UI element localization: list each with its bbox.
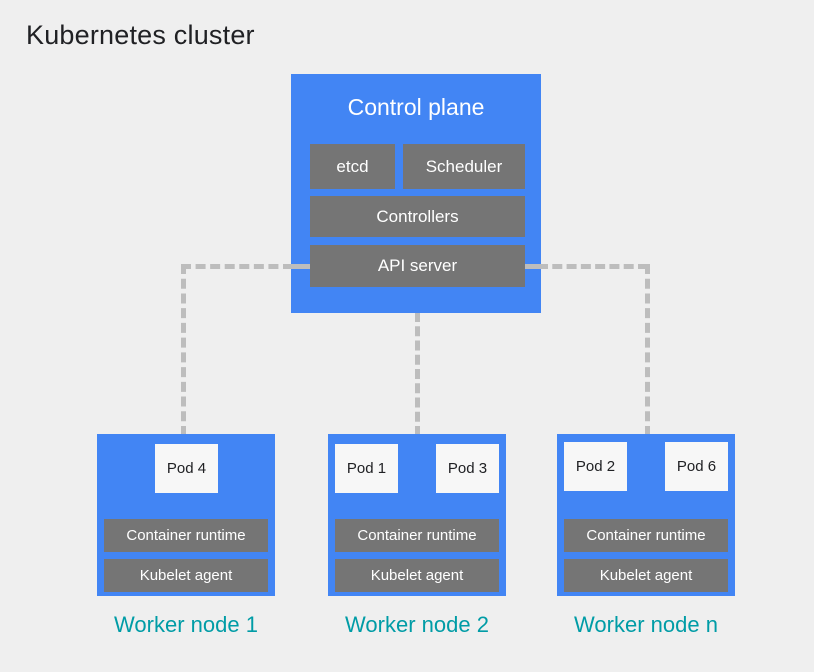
pod-box: Pod 1 — [335, 444, 398, 493]
component-scheduler: Scheduler — [403, 144, 525, 189]
component-api-server: API server — [310, 245, 525, 287]
control-plane-title: Control plane — [347, 94, 485, 120]
component-controllers: Controllers — [310, 196, 525, 237]
connector-apiserver-to-worker-1-vertical — [181, 264, 186, 436]
component-etcd: etcd — [310, 144, 395, 189]
pod-box: Pod 6 — [665, 442, 728, 491]
connector-apiserver-to-worker-1-horizontal — [181, 264, 293, 269]
worker-node-n-label: Worker node n — [574, 612, 718, 637]
worker-node-n-container-runtime: Container runtime — [564, 519, 728, 552]
connector-stub-left — [291, 264, 313, 269]
worker-node-2-kubelet-agent: Kubelet agent — [335, 559, 499, 592]
connector-stub-right — [522, 264, 544, 269]
connector-apiserver-to-worker-n-vertical — [645, 264, 650, 436]
pod-box: Pod 4 — [155, 444, 218, 493]
worker-node-n-kubelet-agent: Kubelet agent — [564, 559, 728, 592]
worker-node-1-kubelet-agent: Kubelet agent — [104, 559, 268, 592]
worker-node-1-label: Worker node 1 — [114, 612, 258, 637]
pod-box: Pod 3 — [436, 444, 499, 493]
connector-apiserver-to-worker-2-vertical — [415, 312, 420, 436]
worker-node-1-container-runtime: Container runtime — [104, 519, 268, 552]
worker-node-2-label: Worker node 2 — [345, 612, 489, 637]
pod-box: Pod 2 — [564, 442, 627, 491]
connector-apiserver-to-worker-n-horizontal — [538, 264, 648, 269]
worker-node-2-container-runtime: Container runtime — [335, 519, 499, 552]
page-title: Kubernetes cluster — [26, 20, 255, 50]
